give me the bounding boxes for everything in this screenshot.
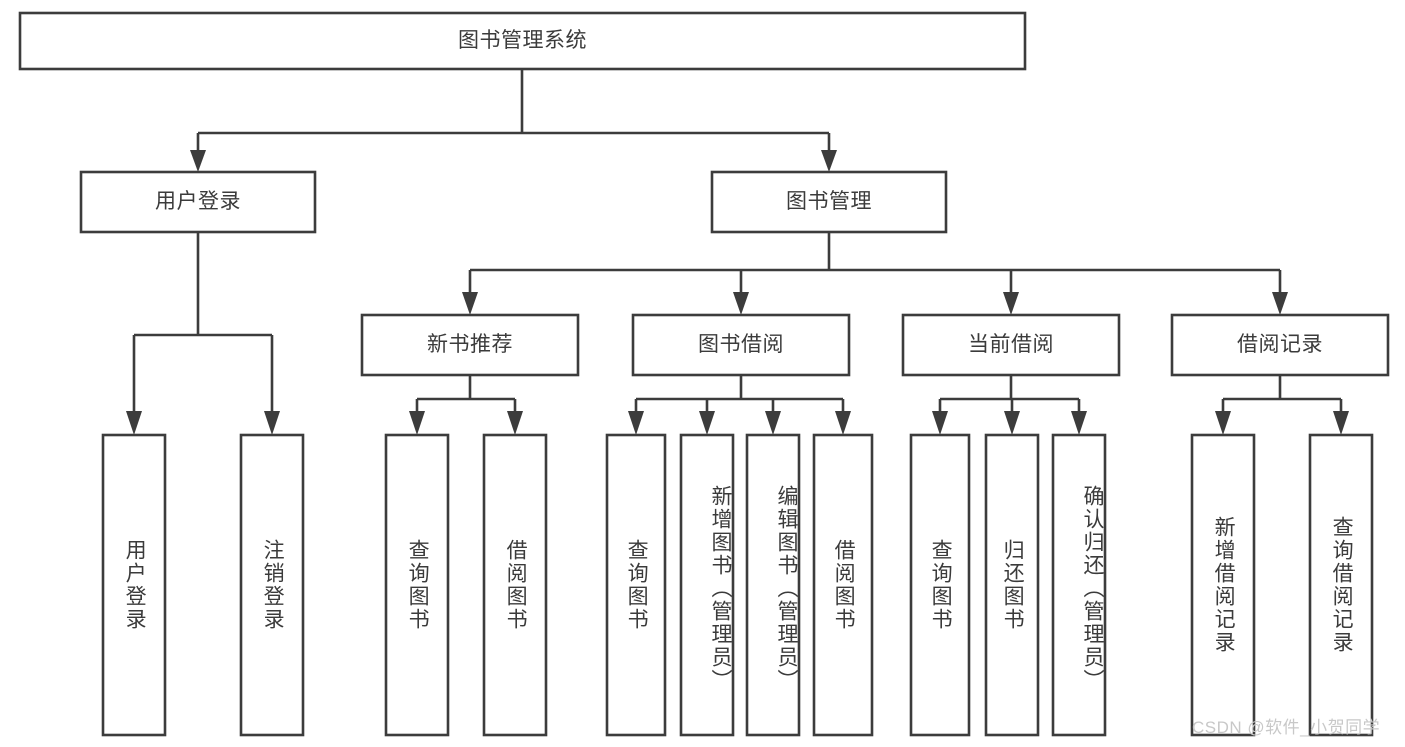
node-box-current-borrow[interactable] (901, 313, 1121, 377)
node-box-user-login[interactable] (79, 170, 317, 234)
node-box-book-borrow[interactable] (631, 313, 851, 377)
arrow-to-leaf-confirm-return-admin (1071, 411, 1087, 435)
node-box-new-book-recommend[interactable] (360, 313, 580, 377)
arrow-to-leaf-query-book-1 (409, 411, 425, 435)
node-box-borrow-record[interactable] (1170, 313, 1390, 377)
arrow-to-leaf-edit-book-admin (765, 411, 781, 435)
node-box-leaf-query-book-2[interactable] (605, 433, 667, 737)
node-box-leaf-return-book[interactable] (984, 433, 1040, 737)
arrow-to-leaf-user-login (126, 411, 142, 435)
arrow-to-leaf-logout (264, 411, 280, 435)
node-box-leaf-user-login[interactable] (101, 433, 167, 737)
arrow-root-to-book-management (821, 150, 837, 172)
arrow-to-leaf-return-book (1004, 411, 1020, 435)
node-box-root[interactable] (18, 11, 1027, 71)
arrow-to-leaf-add-borrow-record (1215, 411, 1231, 435)
arrow-to-new-book-recommend (462, 292, 478, 315)
node-box-book-management[interactable] (710, 170, 948, 234)
arrow-to-leaf-query-book-3 (932, 411, 948, 435)
arrow-to-leaf-add-book-admin (699, 411, 715, 435)
node-box-leaf-logout[interactable] (239, 433, 305, 737)
node-box-leaf-query-book-1[interactable] (384, 433, 450, 737)
node-box-leaf-query-book-3[interactable] (909, 433, 971, 737)
arrow-to-leaf-query-book-2 (628, 411, 644, 435)
arrow-to-leaf-borrow-book-1 (507, 411, 523, 435)
node-box-leaf-query-borrow-record[interactable] (1308, 433, 1374, 737)
node-box-leaf-borrow-book-1[interactable] (482, 433, 548, 737)
arrow-to-leaf-query-borrow-record (1333, 411, 1349, 435)
arrow-to-borrow-record (1272, 292, 1288, 315)
arrow-to-book-borrow (733, 292, 749, 315)
arrow-to-leaf-borrow-book-2 (835, 411, 851, 435)
node-box-leaf-confirm-return-admin[interactable] (1051, 433, 1107, 737)
node-box-leaf-edit-book-admin[interactable] (745, 433, 801, 737)
arrow-root-to-user-login (190, 150, 206, 172)
node-box-leaf-add-borrow-record[interactable] (1190, 433, 1256, 737)
node-box-leaf-borrow-book-2[interactable] (812, 433, 874, 737)
arrow-to-current-borrow (1003, 292, 1019, 315)
node-box-leaf-add-book-admin[interactable] (679, 433, 735, 737)
watermark-text: CSDN @软件_小贺同学 (1192, 718, 1381, 737)
